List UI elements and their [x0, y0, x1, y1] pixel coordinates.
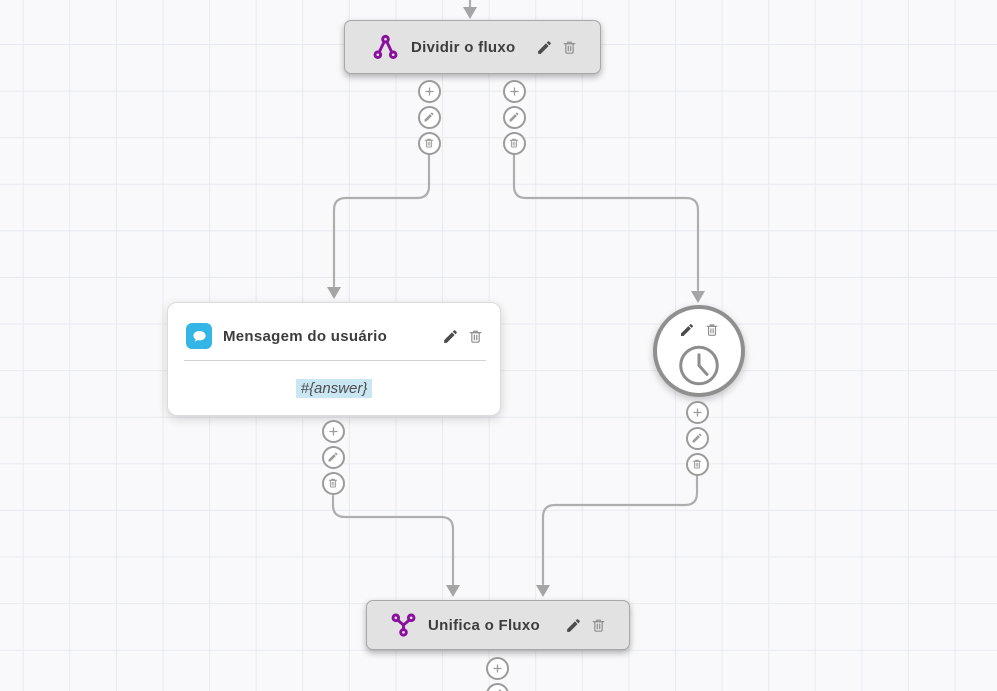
chat-bubble-icon — [186, 323, 212, 349]
add-block-button[interactable] — [417, 79, 441, 103]
node-user-message[interactable]: Mensagem do usuário #{answer} — [167, 302, 501, 416]
delete-node-button[interactable] — [467, 328, 484, 345]
split-branch-icon — [372, 34, 399, 61]
merge-branch-icon — [390, 612, 417, 639]
add-block-button[interactable] — [502, 79, 526, 103]
delete-node-button[interactable] — [704, 322, 720, 338]
add-block-button[interactable] — [485, 656, 509, 680]
timer-output-actions — [685, 400, 709, 476]
edit-connection-button[interactable] — [685, 426, 709, 450]
connector-timer-to-merge — [536, 474, 699, 597]
add-block-button[interactable] — [685, 400, 709, 424]
node-title: Unifica o Fluxo — [428, 616, 541, 634]
delete-connection-button[interactable] — [417, 131, 441, 155]
delete-node-button[interactable] — [561, 39, 578, 56]
edit-node-button[interactable] — [536, 39, 553, 56]
add-block-button[interactable] — [321, 419, 345, 443]
connector-split-to-timer — [512, 153, 705, 303]
connector-split-to-message — [327, 153, 431, 299]
variable-chip[interactable]: #{answer} — [295, 378, 373, 398]
delete-node-button[interactable] — [590, 617, 607, 634]
merge-output-actions — [485, 656, 509, 691]
edit-connection-button[interactable] — [321, 445, 345, 469]
edit-node-button[interactable] — [679, 322, 695, 338]
clock-icon — [677, 343, 722, 388]
node-merge-flow[interactable]: Unifica o Fluxo — [366, 600, 630, 650]
node-timer[interactable] — [653, 305, 745, 397]
split-output-right-actions — [502, 79, 526, 155]
edit-node-button[interactable] — [442, 328, 459, 345]
message-output-actions — [321, 419, 345, 495]
node-split-flow[interactable]: Dividir o fluxo — [344, 20, 601, 74]
delete-connection-button[interactable] — [321, 471, 345, 495]
split-output-left-actions — [417, 79, 441, 155]
node-title: Dividir o fluxo — [411, 38, 516, 56]
edit-node-button[interactable] — [565, 617, 582, 634]
connector-incoming-top — [463, 0, 477, 19]
delete-connection-button[interactable] — [502, 131, 526, 155]
edit-connection-button[interactable] — [485, 682, 509, 691]
edit-connection-button[interactable] — [502, 105, 526, 129]
node-title: Mensagem do usuário — [223, 327, 388, 345]
connector-message-to-merge — [331, 494, 460, 597]
divider — [184, 360, 486, 361]
edit-connection-button[interactable] — [417, 105, 441, 129]
delete-connection-button[interactable] — [685, 452, 709, 476]
